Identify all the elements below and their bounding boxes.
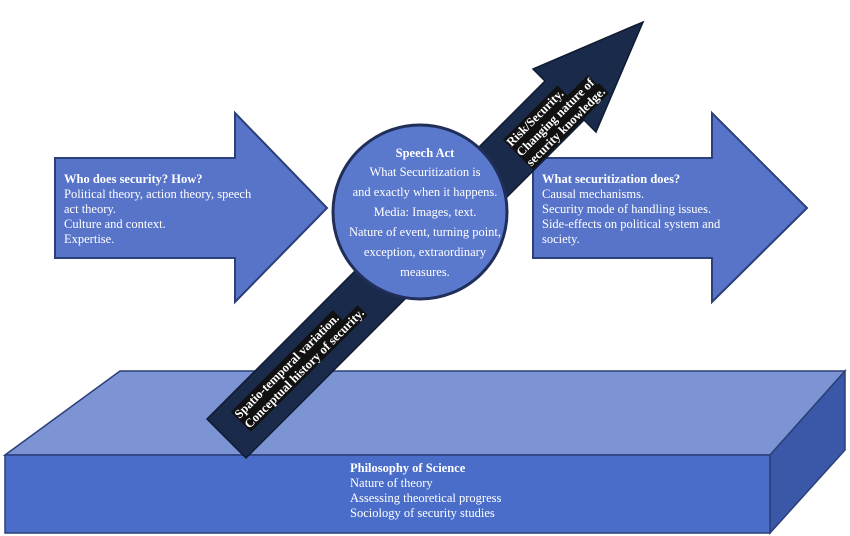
right-arrow-line: Security mode of handling issues.	[542, 202, 712, 216]
base-block-top	[2, 370, 847, 456]
right-arrow-heading: What securitization does?	[542, 172, 681, 186]
left-arrow-heading: Who does security? How?	[64, 172, 203, 186]
philosophy-of-science-text: Philosophy of Science Nature of theory A…	[350, 461, 570, 521]
philosophy-line: Nature of theory	[350, 476, 433, 490]
left-arrow-text: Who does security? How? Political theory…	[64, 172, 294, 247]
right-arrow-line: society.	[542, 232, 580, 246]
right-arrow-line: Side-effects on political system and	[542, 217, 721, 231]
speech-act-line: Nature of event, turning point,	[348, 225, 502, 239]
right-arrow-shape	[532, 110, 809, 305]
left-arrow-line: Culture and context.	[64, 217, 166, 231]
speech-act-circle	[331, 123, 509, 301]
philosophy-heading: Philosophy of Science	[350, 461, 466, 475]
speech-act-line: What Securitization is	[369, 165, 481, 179]
left-arrow-line: Expertise.	[64, 232, 115, 246]
philosophy-line: Sociology of security studies	[350, 506, 495, 520]
speech-act-line: and exactly when it happens.	[352, 185, 498, 199]
base-block-front	[4, 454, 771, 534]
left-arrow-line: act theory.	[64, 202, 116, 216]
left-arrow-shape	[54, 110, 329, 305]
speech-act-line: exception, extraordinary	[363, 245, 487, 259]
left-arrow-line: Political theory, action theory, speech	[64, 187, 252, 201]
philosophy-line: Assessing theoretical progress	[350, 491, 502, 505]
speech-act-heading: Speech Act	[395, 146, 455, 160]
speech-act-line: measures.	[400, 265, 450, 279]
right-arrow-line: Causal mechanisms.	[542, 187, 645, 201]
right-arrow-text: What securitization does? Causal mechani…	[542, 172, 742, 247]
speech-act-line: Media: Images, text.	[373, 205, 477, 219]
speech-act-text: Speech Act What Securitization is and ex…	[332, 144, 518, 282]
